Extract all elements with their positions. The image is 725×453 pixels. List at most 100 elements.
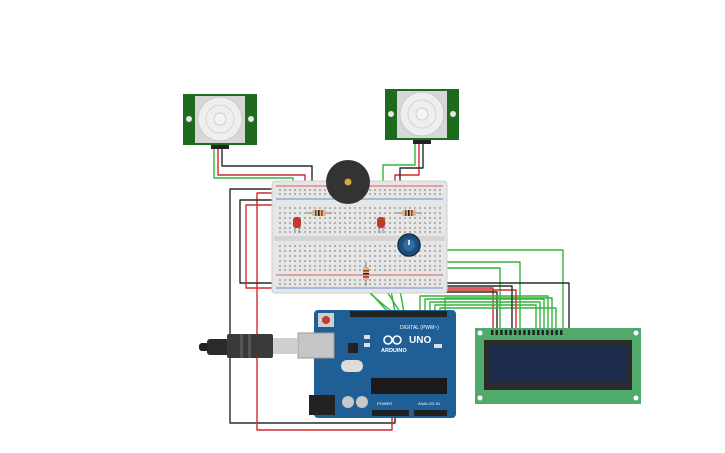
breadboard-hole [279,265,281,267]
breadboard-hole [359,222,361,224]
breadboard-hole [399,231,401,233]
breadboard-hole [309,269,311,271]
wire-lcd-d5 [424,298,545,330]
breadboard-hole [379,245,381,247]
lcd-pin [541,330,544,335]
breadboard-hole [414,207,416,209]
breadboard-hole [289,227,291,229]
breadboard-hole [324,250,326,252]
breadboard-hole [349,217,351,219]
wire-lcd-gnd [445,282,570,330]
breadboard-hole [354,207,356,209]
breadboard-hole [299,231,301,233]
breadboard-hole [404,189,406,191]
breadboard-hole [424,245,426,247]
breadboard-hole [364,222,366,224]
breadboard-hole [319,222,321,224]
breadboard-hole [309,189,311,191]
breadboard-hole [384,207,386,209]
breadboard-hole [354,265,356,267]
breadboard-hole [289,250,291,252]
breadboard-hole [404,279,406,281]
breadboard-hole [419,222,421,224]
breadboard-hole [409,217,411,219]
breadboard-hole [324,265,326,267]
breadboard-hole [319,255,321,257]
breadboard-hole [289,255,291,257]
wire-lcd-black3 [445,285,513,330]
breadboard-hole [289,212,291,214]
breadboard-hole [339,245,341,247]
breadboard-hole [404,222,406,224]
breadboard-hole [409,207,411,209]
lcd-pin [537,330,540,335]
breadboard-hole [374,217,376,219]
breadboard-hole [414,227,416,229]
breadboard-hole [404,269,406,271]
breadboard-hole [424,255,426,257]
breadboard-hole [404,227,406,229]
breadboard-hole [429,222,431,224]
breadboard-hole [279,255,281,257]
breadboard-hole [344,231,346,233]
breadboard-hole [424,207,426,209]
breadboard-hole [354,260,356,262]
breadboard-hole [279,193,281,195]
breadboard-hole [399,227,401,229]
breadboard-hole [309,283,311,285]
breadboard-hole [329,227,331,229]
breadboard-hole [369,255,371,257]
breadboard-hole [284,250,286,252]
breadboard-hole [419,189,421,191]
breadboard-hole [384,265,386,267]
breadboard-hole [354,217,356,219]
breadboard-hole [414,260,416,262]
breadboard-hole [329,283,331,285]
breadboard-hole [354,231,356,233]
breadboard-hole [409,269,411,271]
wire-lcd-red2 [445,289,517,330]
breadboard-hole [334,245,336,247]
breadboard-hole [429,193,431,195]
breadboard-hole [364,212,366,214]
breadboard-hole [284,189,286,191]
potentiometer[interactable] [397,233,421,257]
lcd-screen [489,346,627,382]
power-label: POWER [377,401,392,406]
wire-lcd-vcc [445,287,494,330]
breadboard-hole [429,212,431,214]
breadboard-hole [379,189,381,191]
breadboard-hole [439,217,441,219]
analog-header [414,410,447,416]
breadboard-hole [284,279,286,281]
breadboard-hole [329,250,331,252]
breadboard-hole [374,283,376,285]
lcd-pin [532,330,535,335]
breadboard-hole [409,231,411,233]
breadboard-hole [319,265,321,267]
breadboard-hole [434,207,436,209]
breadboard-hole [389,260,391,262]
breadboard-hole [409,283,411,285]
breadboard-hole [279,207,281,209]
breadboard-hole [339,265,341,267]
breadboard-hole [424,217,426,219]
breadboard-hole [429,260,431,262]
breadboard-hole [319,207,321,209]
breadboard-hole [394,189,396,191]
breadboard-hole [289,279,291,281]
breadboard-hole [389,231,391,233]
breadboard-hole [334,231,336,233]
wire-red-inner [245,204,272,289]
breadboard-hole [384,245,386,247]
breadboard-hole [279,217,281,219]
breadboard-hole [359,279,361,281]
breadboard-hole [374,245,376,247]
breadboard-hole [334,222,336,224]
breadboard-hole [429,207,431,209]
breadboard-hole [304,227,306,229]
breadboard-hole [304,207,306,209]
breadboard-hole [344,217,346,219]
breadboard-hole [329,269,331,271]
breadboard-hole [319,231,321,233]
